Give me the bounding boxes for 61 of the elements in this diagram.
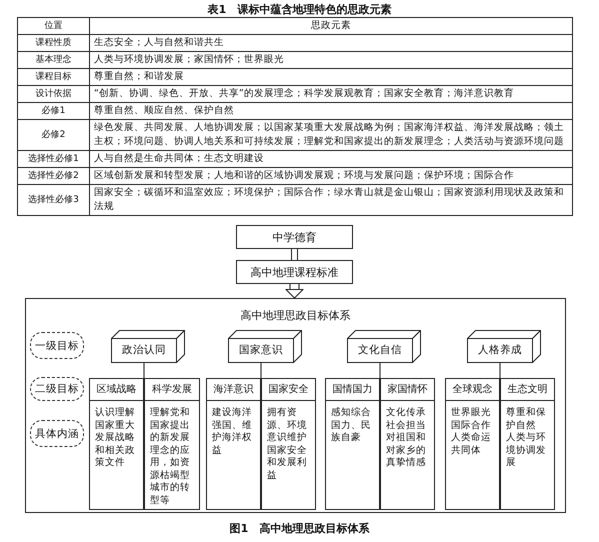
table-title: 表1 课标中蕴含地理特色的思政元素 [206,2,392,17]
table-cell: 区域创新发展和转型发展；人地和谐的区域协调发展观；环境与发展问题；保护环境；国际合作 [90,168,572,184]
column-heading: 区域战略 [90,379,143,401]
content-text: 建设海洋强国、维护海洋权益 [211,407,253,457]
table-cell: 生态安全；人与自然和谐共生 [90,34,572,52]
content-text: 国际合作 [450,420,492,432]
double-line [291,248,298,260]
connector-line [260,362,262,378]
level-label: 具体内涵 [30,420,84,447]
column-heading: 生态文明 [501,379,554,401]
content-text: 对祖国和对家乡的真挚情感 [385,432,427,470]
level-label: 一级目标 [30,332,84,359]
column-box [206,378,261,510]
table-cell: 基本理念 [18,52,90,68]
content-text: 文化传承 [385,407,427,420]
column-box [500,378,555,510]
process-box: 高中地理课程标准 [236,260,353,284]
table-cell: “创新、协调、绿色、开放、共享”的发展理念；科学发展观教育；国家安全教育；海洋意识教育 [90,86,572,102]
content-text: 理解党和国家提出的新发展理念的应用，如资源枯竭型城市的转型等 [149,407,191,507]
table-cell: 国家安全；碳循环和温室效应；环境保护；国际合作；绿水青山就是金山银山；国家资源利用现状及政策和法规 [90,184,572,216]
table-cell: 设计依据 [18,86,90,102]
table-cell: 尊重自然；和谐发展 [90,68,572,86]
content-text: 人类与环境协调发展 [505,432,547,470]
table-cell: 人与自然是生命共同体；生态文明建设 [90,150,572,168]
table-cell: 必修1 [18,102,90,120]
panel-box [25,298,566,513]
table-cell: 选择性必修2 [18,168,90,184]
column-box [325,378,380,510]
column-heading: 科学发展 [145,379,199,401]
column-heading: 家国情怀 [381,379,434,401]
column-heading: 国情国力 [326,379,379,401]
column-heading: 国家安全 [262,379,315,401]
column-box [144,378,200,510]
column-box [89,378,144,510]
column-box [380,378,435,510]
column-heading: 海洋意识 [207,379,260,401]
content-text: 尊重和保护自然 [505,407,547,432]
level-label: 二级目标 [30,377,84,401]
column-heading: 全球观念 [446,379,499,401]
table-cell: 课程性质 [18,34,90,52]
process-box: 中学德育 [236,225,353,249]
table-cell: 必修2 [18,120,90,150]
figure-caption: 图1 高中地理思政目标体系 [228,521,370,536]
content-text: 人类命运共同体 [450,432,492,457]
table-cell: 人类与环境协调发展；家国情怀；世界眼光 [90,52,572,68]
hollow-arrow [286,284,304,298]
content-text: 社会担当 [385,420,427,432]
content-text: 世界眼光 [450,407,492,420]
panel-title: 高中地理思政目标体系 [240,308,350,323]
header-cell: 位置 [18,18,90,34]
content-text: 拥有资源、环境意识维护国家安全和发展利益 [266,407,308,482]
table-cell: 尊重自然、顺应自然、保护自然 [90,102,572,120]
table-cell: 绿色发展、共同发展、人地协调发展；以国家某项重大发展战略为例；国家海洋权益、海洋发展战略；领土主权；环境问题、协调人地关系和可持续发展；理解党和国家提出的新发展理念；人类活动与资源环境问题 [90,120,572,150]
table-cell: 选择性必修3 [18,184,90,216]
table-cell: 选择性必修1 [18,150,90,168]
column-box [445,378,500,510]
content-text: 感知综合国力、民族自豪 [330,407,372,444]
column-box [261,378,316,510]
header-cell: 思政元素 [90,18,572,34]
content-text: 认识理解国家重大发展战略和相关政策文件 [94,407,136,470]
table-cell: 课程目标 [18,68,90,86]
